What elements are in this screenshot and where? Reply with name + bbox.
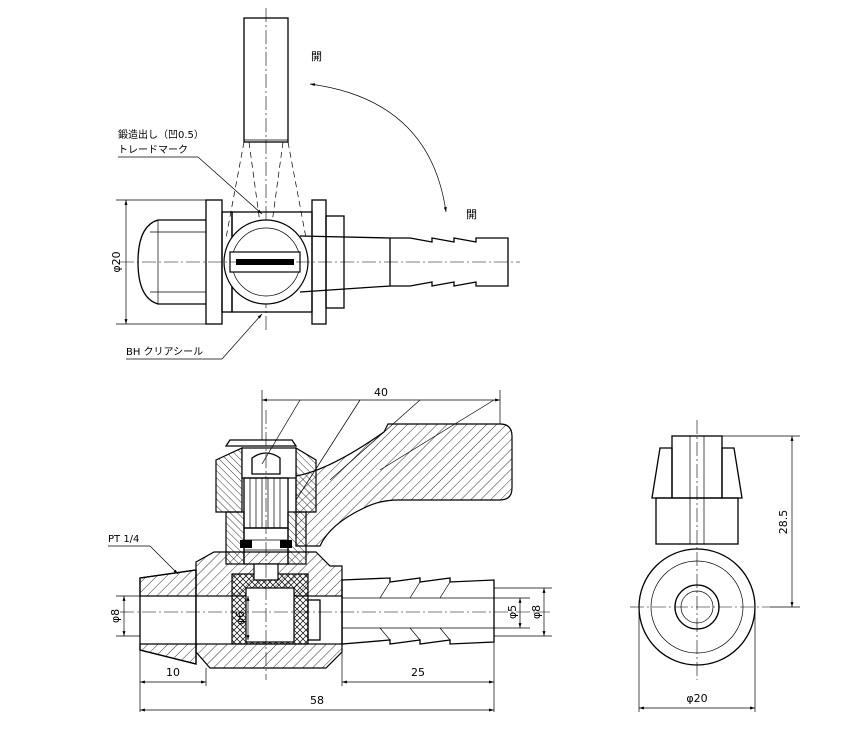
dim-dia20-top-text: φ20 bbox=[110, 251, 123, 272]
thread-label: PT 1/4 bbox=[108, 534, 139, 545]
dim-28-5-text: 28.5 bbox=[777, 510, 790, 535]
dim-25-text: 25 bbox=[411, 666, 425, 679]
forging-note-line1: 鍛造出し（凹0.5） bbox=[118, 128, 204, 141]
rotation-arc bbox=[309, 83, 447, 213]
valve-body bbox=[195, 551, 343, 669]
dim-dia8-left: φ8 bbox=[109, 595, 140, 637]
dim-dia20-side-text: φ20 bbox=[686, 692, 707, 705]
dim-bottom: 10 25 58 bbox=[139, 642, 495, 712]
side-body bbox=[630, 420, 770, 680]
seal-note-text: BH クリアシール bbox=[126, 346, 203, 358]
top-view: φ20 開 開 鍛造出し（凹0.5） トレードマーク BH クリアシール bbox=[110, 8, 520, 360]
stem-cap bbox=[215, 439, 317, 513]
dim-dia5-dia8-right: φ5 φ8 bbox=[494, 587, 552, 637]
dim-dia6: φ6 bbox=[234, 596, 250, 640]
forging-note-line2: トレードマーク bbox=[118, 144, 188, 156]
dim-40: 40 bbox=[261, 386, 501, 501]
dim-58-text: 58 bbox=[310, 694, 324, 707]
lever-horizontal bbox=[120, 235, 520, 293]
hose-barb bbox=[341, 577, 495, 645]
dim-10-text: 10 bbox=[166, 666, 180, 679]
dim-dia5-text: φ5 bbox=[506, 605, 519, 619]
seal-note: BH クリアシール bbox=[126, 313, 263, 360]
dim-dia6-text: φ6 bbox=[234, 611, 247, 625]
dim-40-text: 40 bbox=[374, 386, 388, 399]
dim-dia20-side: φ20 bbox=[638, 612, 756, 712]
dim-dia8-left-text: φ8 bbox=[109, 609, 122, 623]
side-view: 28.5 φ20 bbox=[630, 420, 800, 712]
open-label-1: 開 bbox=[311, 50, 322, 63]
section-view: 40 PT 1/4 φ8 φ6 bbox=[108, 386, 552, 712]
dim-dia8-right-text: φ8 bbox=[530, 605, 543, 619]
dim-28-5: 28.5 bbox=[722, 435, 800, 608]
open-label-2: 開 bbox=[466, 208, 477, 221]
forging-note: 鍛造出し（凹0.5） トレードマーク bbox=[118, 128, 263, 215]
left-thread-end bbox=[139, 569, 197, 665]
dim-dia20-top: φ20 bbox=[110, 199, 206, 325]
thread-note: PT 1/4 bbox=[108, 534, 179, 575]
stem bbox=[225, 477, 307, 565]
handle-section bbox=[295, 423, 513, 547]
